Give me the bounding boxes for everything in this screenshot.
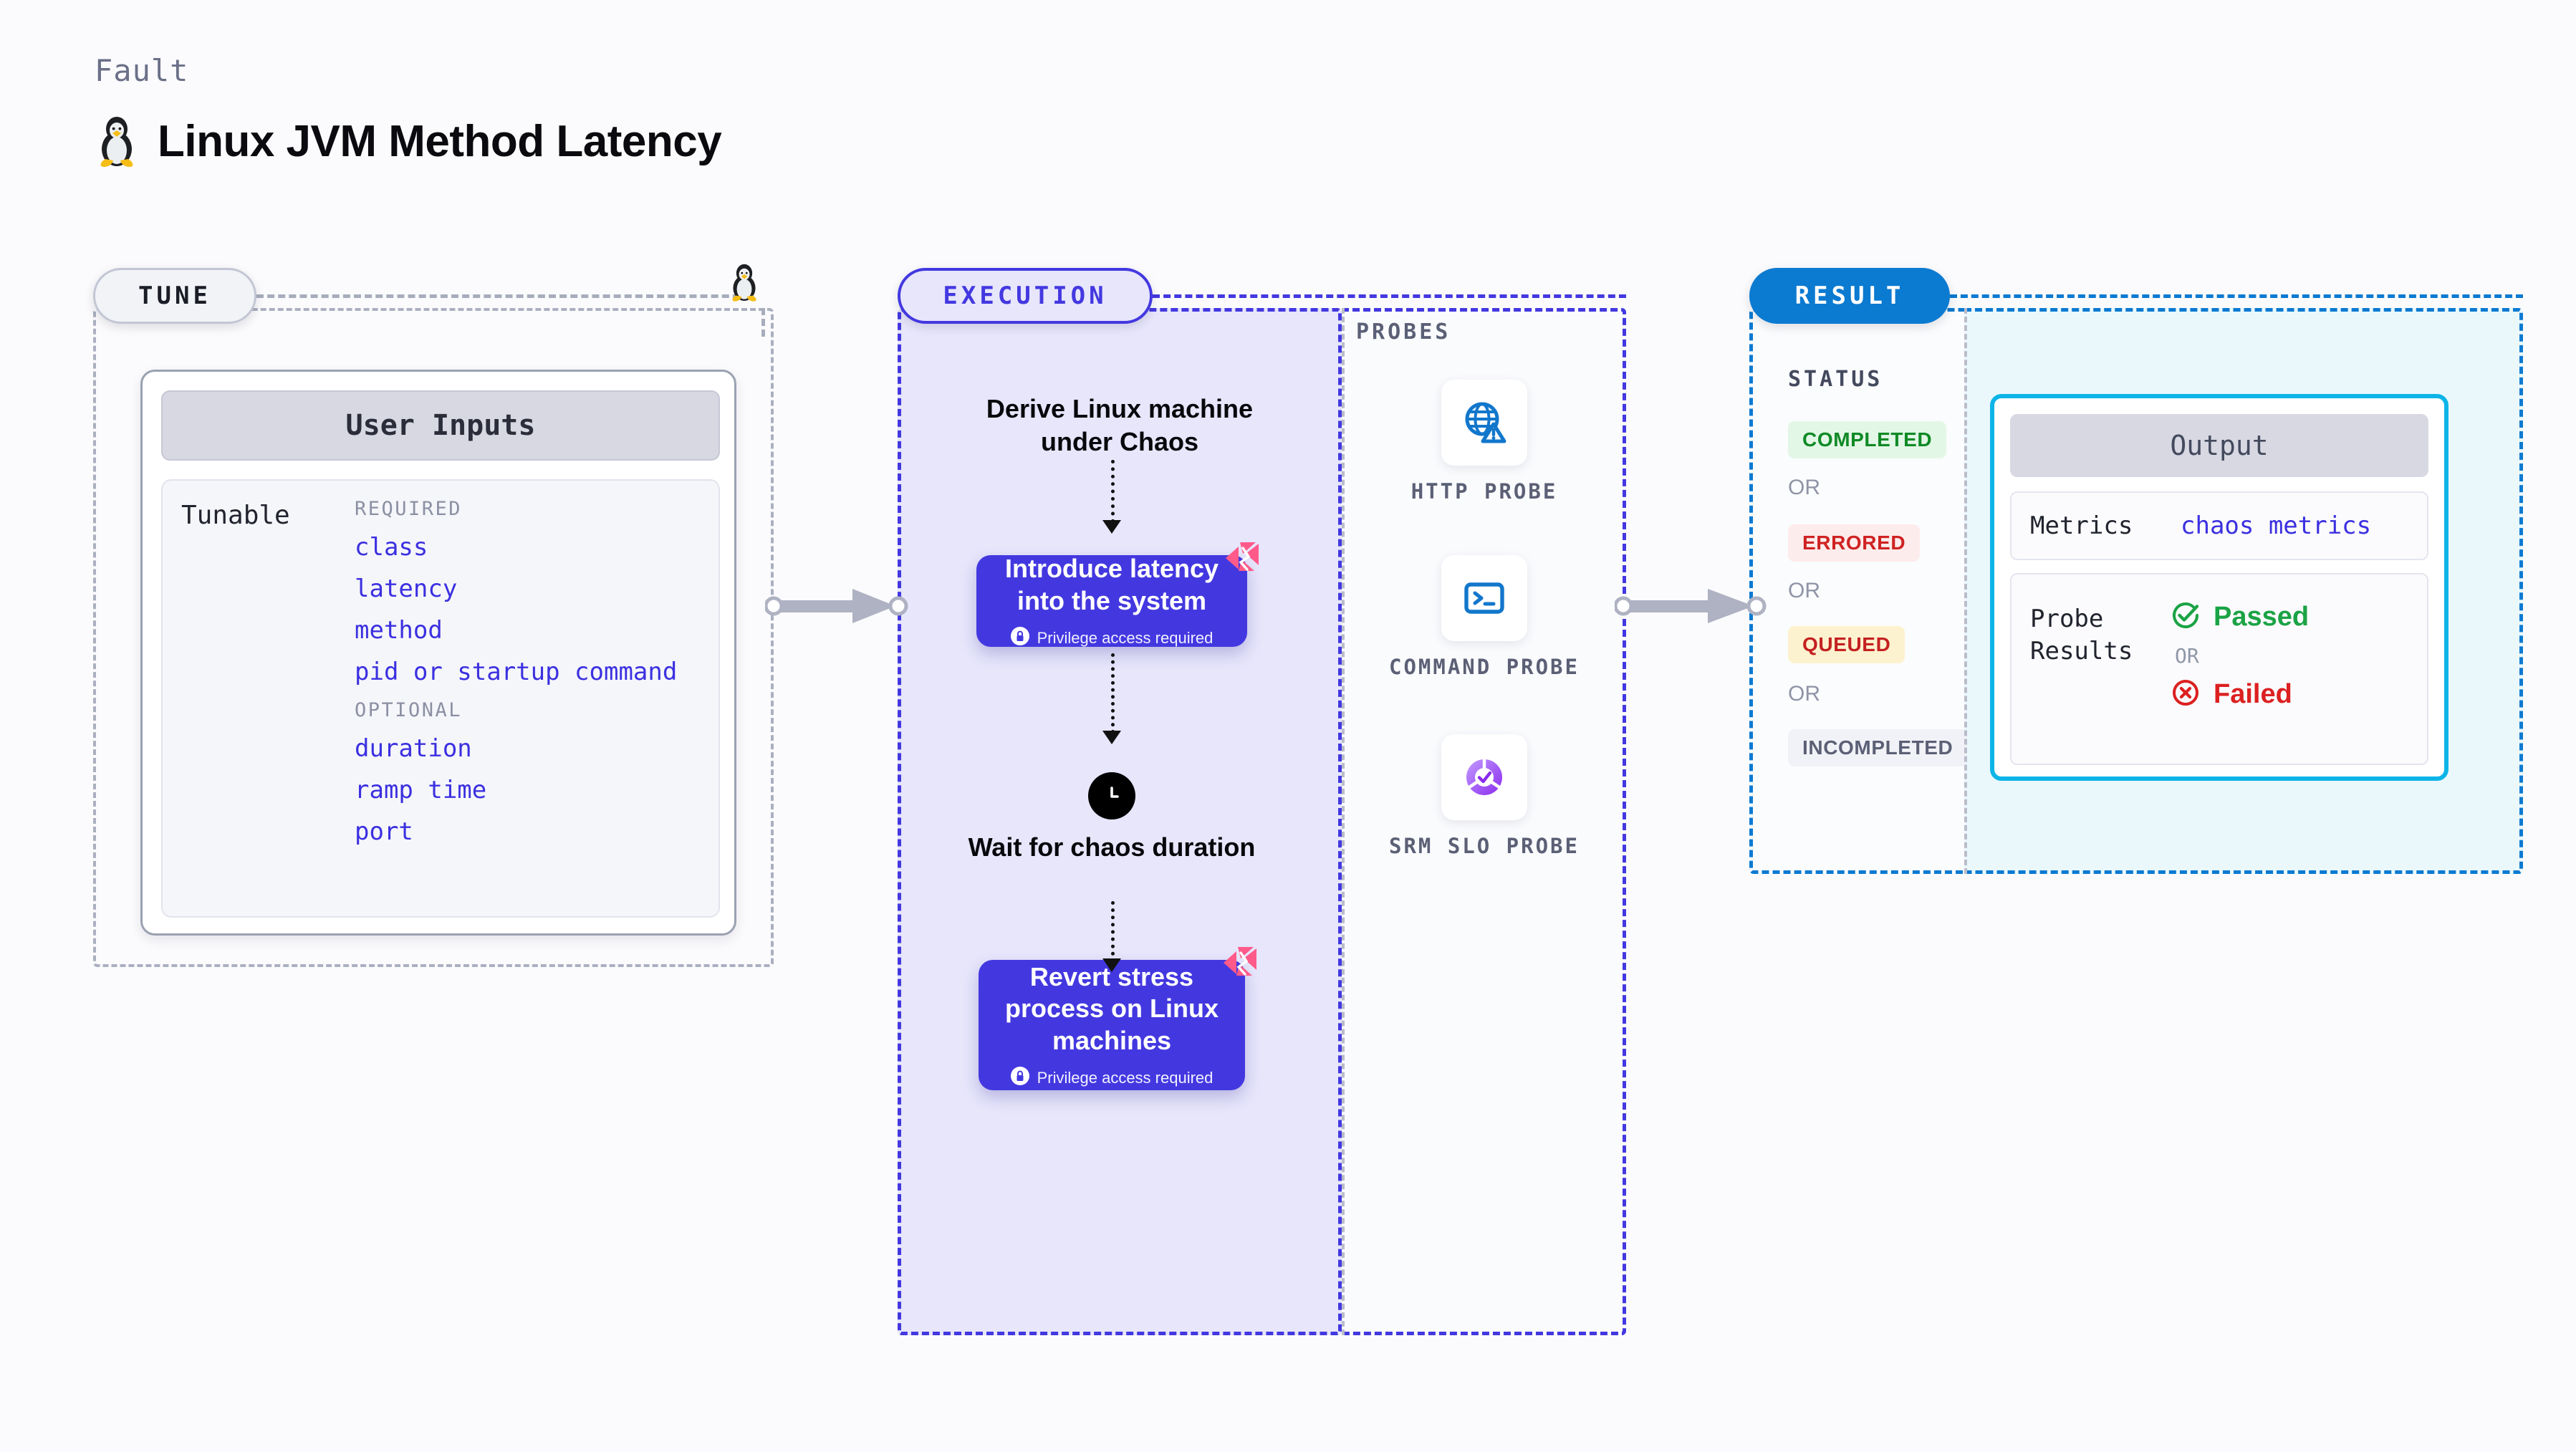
output-card: Output Metrics chaos metrics Probe Resul… <box>1990 394 2448 781</box>
tunable-item-method[interactable]: method <box>355 616 443 645</box>
status-or-1: OR <box>1788 476 1820 499</box>
result-divider-line <box>1964 308 1967 874</box>
check-circle-icon <box>2171 600 2201 634</box>
tunable-item-port[interactable]: port <box>355 817 413 846</box>
linux-tux-icon <box>95 115 139 168</box>
tune-section-pill[interactable]: TUNE <box>93 268 256 324</box>
tunable-item-pid-or-startup-command[interactable]: pid or startup command <box>355 658 678 686</box>
tunable-group-label-required: REQUIRED <box>355 498 463 520</box>
page-title: Linux JVM Method Latency <box>158 116 722 166</box>
status-badge-completed: COMPLETED <box>1788 421 1947 458</box>
execution-arrow-3-head <box>1102 958 1121 972</box>
metrics-row: Metrics chaos metrics <box>2010 491 2428 560</box>
execution-step-revert-stress-title: Revert stress process on Linux machines <box>1004 961 1219 1055</box>
execution-arrow-2-line <box>1111 653 1115 734</box>
status-or-2: OR <box>1788 579 1820 602</box>
status-badge-errored: ERRORED <box>1788 524 1921 562</box>
execution-connector-line <box>1153 294 1626 298</box>
probe-result-passed: Passed <box>2171 600 2309 634</box>
probe-label-srm-slo: SRM SLO PROBE <box>1389 834 1580 858</box>
privilege-row: Privilege access required <box>1010 627 1213 649</box>
connector-tune-to-execution <box>764 586 908 630</box>
execution-step-revert-stress[interactable]: Revert stress process on Linux machines … <box>979 947 1256 1090</box>
harness-logo-icon <box>1221 538 1263 579</box>
tune-connector-line <box>256 294 751 298</box>
execution-step-introduce-latency-title: Introduce latency into the system <box>1004 553 1219 615</box>
status-badge-incompleted: INCOMPLETED <box>1788 729 1968 766</box>
probe-label-command: COMMAND PROBE <box>1389 655 1580 679</box>
probe-results-label: Probe Results <box>2030 605 2133 665</box>
tunable-item-duration[interactable]: duration <box>355 734 472 763</box>
result-section-pill[interactable]: RESULT <box>1749 268 1950 324</box>
probe-label-http: HTTP PROBE <box>1410 479 1558 504</box>
status-badge-queued: QUEUED <box>1788 626 1905 663</box>
user-inputs-card: User Inputs Tunable REQUIRED class laten… <box>140 370 736 936</box>
page-eyebrow-label: Fault <box>95 53 189 88</box>
probe-item-http[interactable]: HTTP PROBE <box>1384 380 1585 505</box>
tunable-label: Tunable <box>181 501 290 530</box>
metrics-label: Metrics <box>2030 511 2133 540</box>
execution-step-wait-title: Wait for chaos duration <box>968 832 1256 862</box>
clock-icon <box>1088 772 1135 819</box>
tune-linux-tux-icon <box>728 261 761 303</box>
lock-icon <box>1010 1067 1029 1089</box>
privilege-row: Privilege access required <box>1010 1067 1213 1089</box>
x-circle-icon <box>2171 678 2201 711</box>
privilege-text: Privilege access required <box>1037 1068 1213 1087</box>
tune-tux-stem-line <box>761 308 765 337</box>
execution-section-frame <box>898 308 1342 1335</box>
globe-warning-icon <box>1441 380 1527 466</box>
tunable-list: REQUIRED class latency method pid or sta… <box>355 491 706 859</box>
probes-divider-line <box>1342 308 1345 1335</box>
harness-logo-icon <box>1219 943 1261 984</box>
user-inputs-header: User Inputs <box>161 390 720 461</box>
result-section-frame <box>1749 308 1964 874</box>
probe-results-row: Probe Results Passed OR <box>2010 573 2428 765</box>
tunable-item-latency[interactable]: latency <box>355 574 458 603</box>
probe-results-values: Passed OR Failed <box>2171 600 2309 764</box>
result-connector-line <box>1950 294 2523 298</box>
output-card-header: Output <box>2010 414 2428 477</box>
execution-arrow-2-head <box>1102 731 1121 744</box>
probes-section-frame <box>1342 308 1626 1335</box>
probe-result-failed-label: Failed <box>2214 679 2292 709</box>
probes-section-title: PROBES <box>1356 319 1451 345</box>
terminal-icon <box>1441 555 1527 641</box>
execution-arrow-1-head <box>1102 520 1121 534</box>
probe-item-srm-slo[interactable]: SRM SLO PROBE <box>1384 734 1585 860</box>
probe-result-failed: Failed <box>2171 678 2309 711</box>
lock-icon <box>1010 627 1029 649</box>
tunable-group-label-optional: OPTIONAL <box>355 699 463 721</box>
execution-step-derive-title: Derive Linux machine under Chaos <box>986 394 1254 457</box>
tunable-item-ramp-time[interactable]: ramp time <box>355 776 487 804</box>
probe-result-or: OR <box>2175 644 2199 668</box>
metrics-value[interactable]: chaos metrics <box>2181 511 2372 540</box>
execution-step-introduce-latency[interactable]: Introduce latency into the system Privil… <box>976 542 1259 649</box>
privilege-text: Privilege access required <box>1037 628 1213 647</box>
execution-arrow-1-line <box>1111 460 1115 523</box>
status-title: STATUS <box>1788 367 1883 392</box>
slo-check-icon <box>1441 734 1527 820</box>
connector-probes-to-result <box>1613 586 1767 630</box>
probe-item-command[interactable]: COMMAND PROBE <box>1384 555 1585 681</box>
status-or-3: OR <box>1788 682 1820 706</box>
page-title-row: Linux JVM Method Latency <box>95 115 722 168</box>
execution-arrow-3-line <box>1111 901 1115 963</box>
tunable-item-class[interactable]: class <box>355 533 428 562</box>
probe-result-passed-label: Passed <box>2214 602 2310 632</box>
execution-section-pill[interactable]: EXECUTION <box>898 268 1153 324</box>
tunable-panel: Tunable REQUIRED class latency method pi… <box>161 479 720 918</box>
